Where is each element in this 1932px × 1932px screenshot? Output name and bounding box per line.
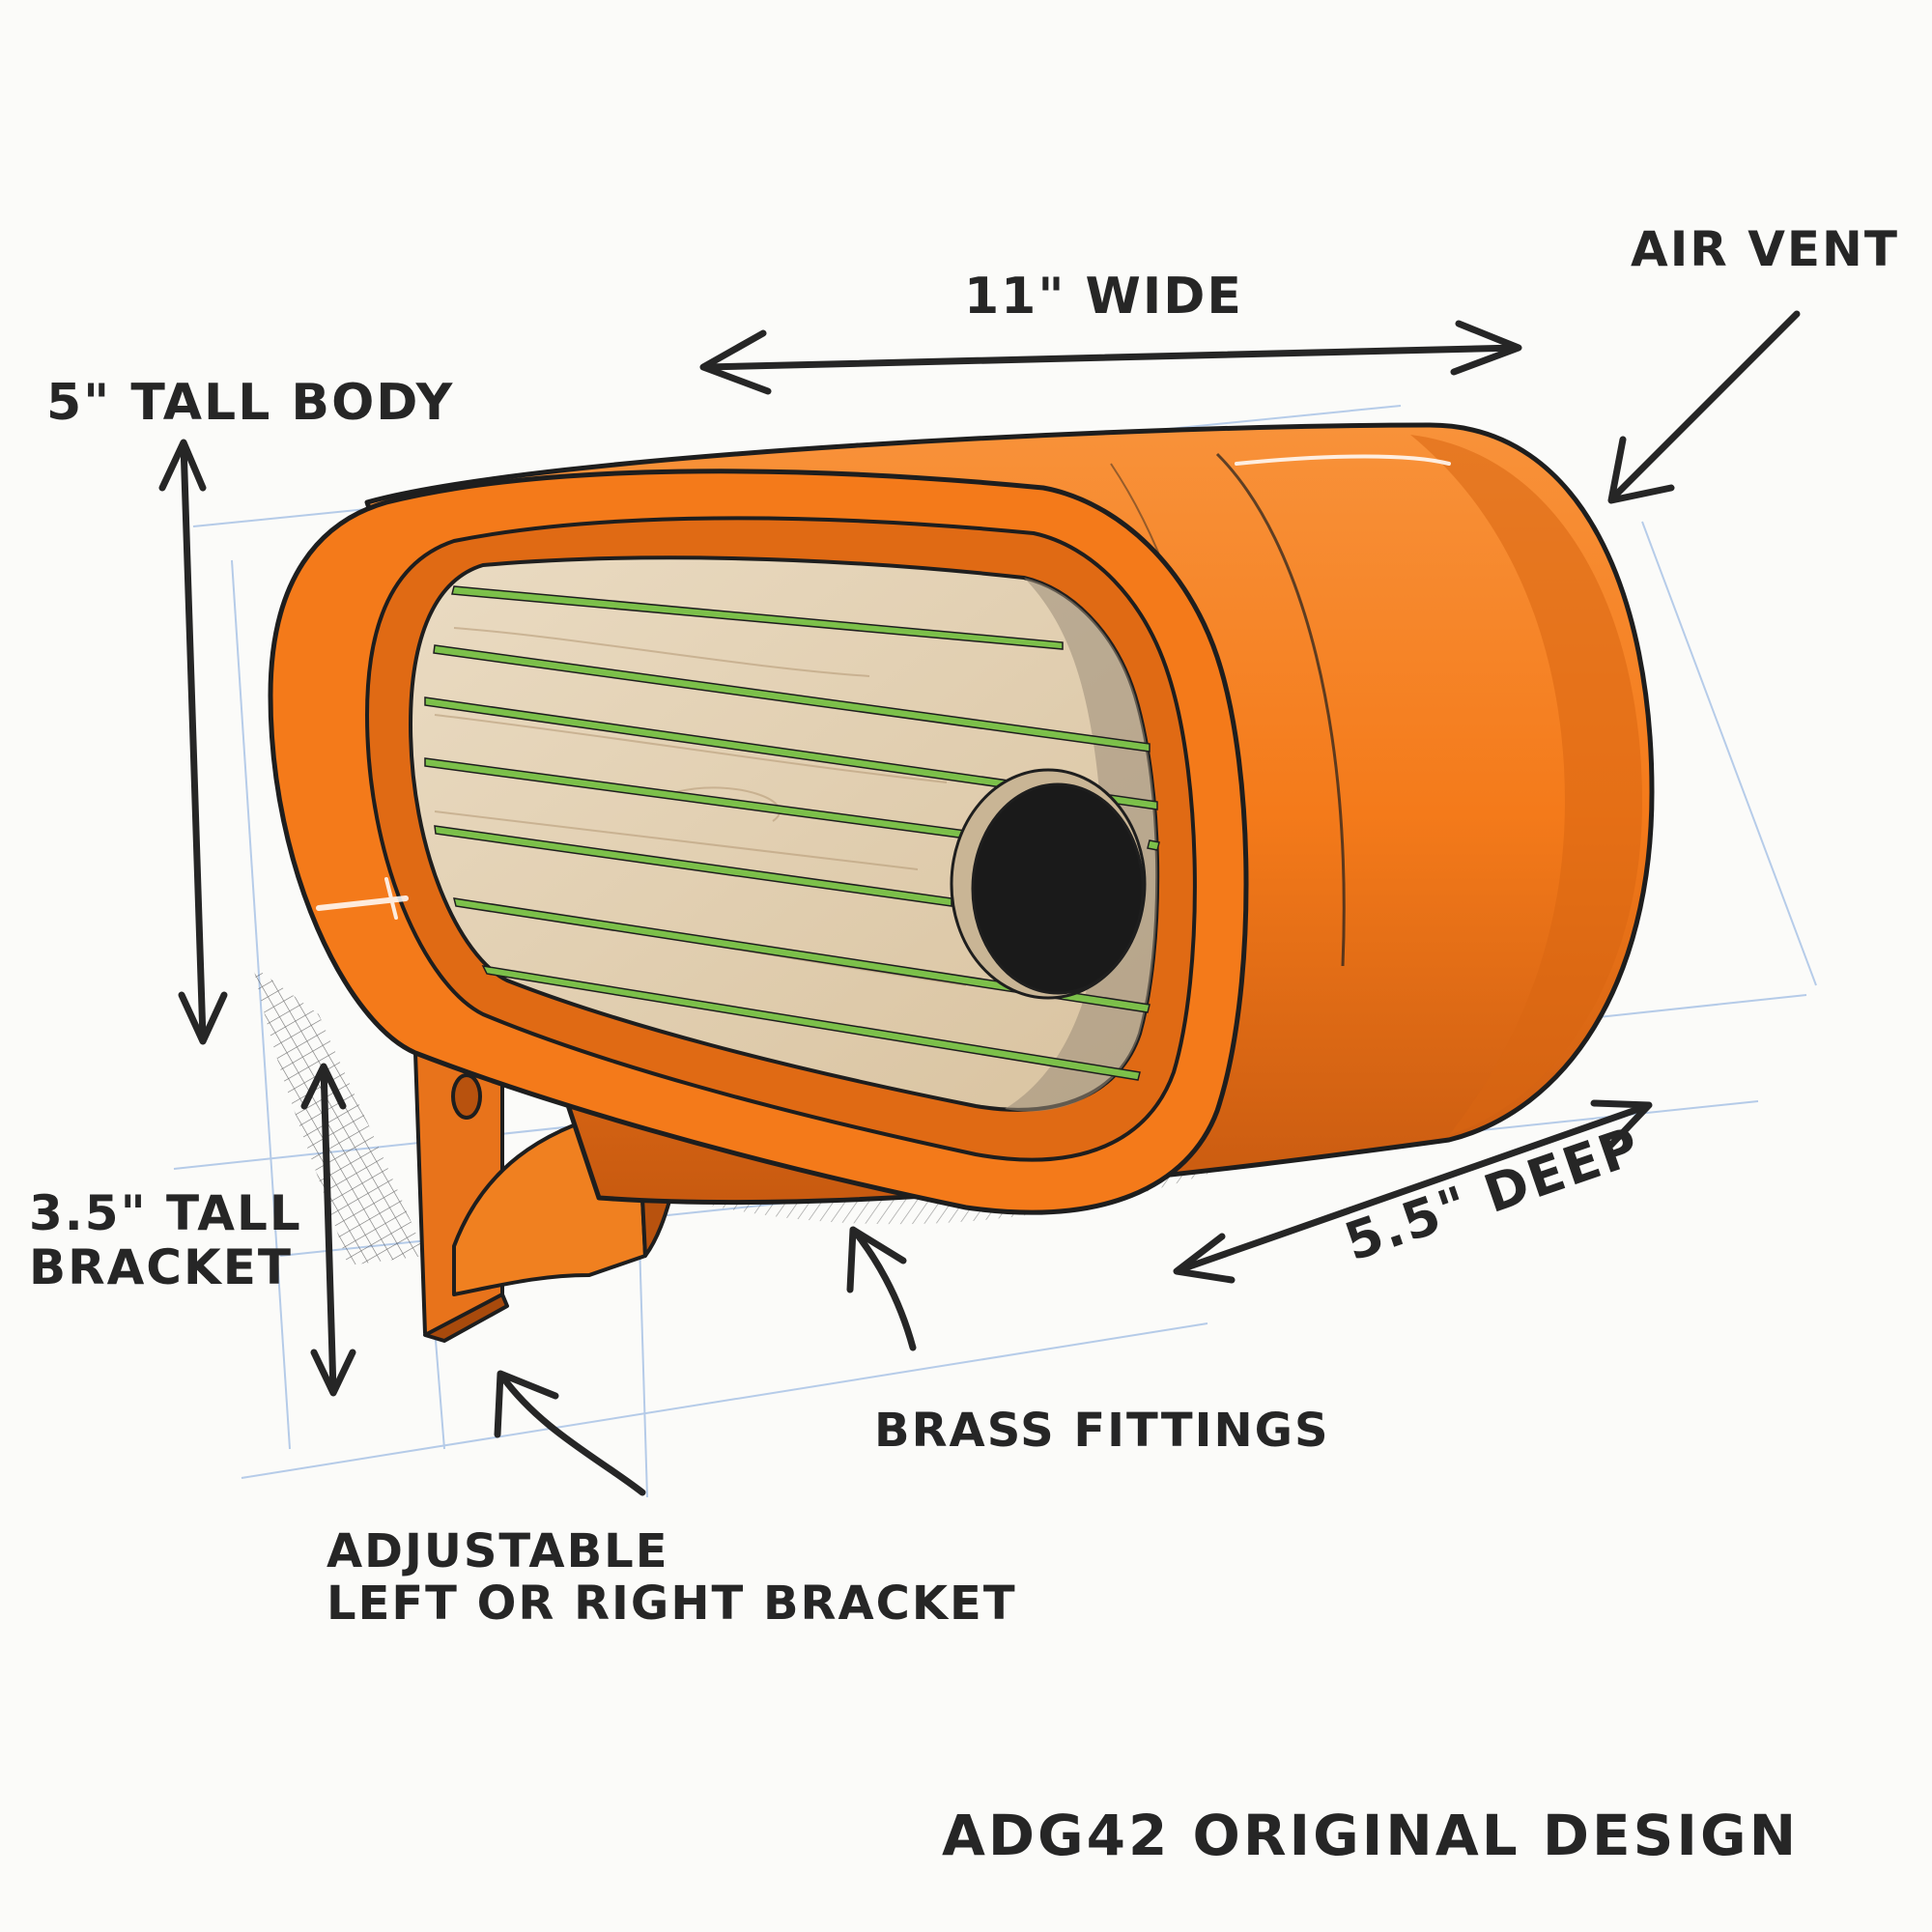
signature: ADG42 ORIGINAL DESIGN xyxy=(942,1803,1800,1868)
air-vent-label: AIR VENT xyxy=(1631,221,1900,277)
bracket-height-line-1: 3.5" TALL xyxy=(29,1185,302,1241)
entrance-hole xyxy=(950,768,1147,1000)
body-height-label: 5" TALL BODY xyxy=(46,374,455,432)
bracket-note-label: ADJUSTABLE LEFT OR RIGHT BRACKET xyxy=(327,1524,1017,1631)
bracket-note-line-2: LEFT OR RIGHT BRACKET xyxy=(327,1576,1017,1631)
dimension-arrows xyxy=(158,310,1801,1496)
bracket-note-line-1: ADJUSTABLE xyxy=(327,1524,669,1578)
bracket-height-label: 3.5" TALL BRACKET xyxy=(29,1186,302,1294)
brass-fittings-label: BRASS FITTINGS xyxy=(874,1404,1330,1458)
gloss-highlights xyxy=(316,454,1451,920)
width-label: 11" WIDE xyxy=(964,268,1243,326)
green-slats xyxy=(424,585,1160,1081)
bracket-height-line-2: BRACKET xyxy=(29,1239,294,1295)
